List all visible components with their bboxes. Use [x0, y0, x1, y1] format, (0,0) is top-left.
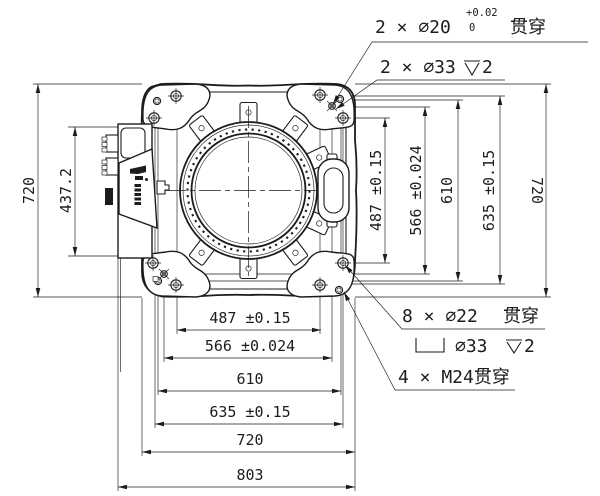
outer-plate-outline — [139, 82, 358, 298]
callout-d22: 8 × ⌀22 贯穿 — [344, 264, 545, 330]
plate-tab — [156, 180, 170, 195]
cable-connector-1 — [101, 134, 119, 153]
callout-cbore-depth: 2 — [524, 336, 535, 357]
dim-right-720: 720 — [528, 177, 546, 204]
dim-right-566: 566 ±0.024 — [407, 145, 425, 235]
small-connector — [105, 188, 113, 205]
hole-d22 — [168, 88, 184, 104]
callout-d33-depth: 2 — [482, 57, 493, 78]
hole-m24 — [152, 96, 162, 106]
dim-right-635: 635 ±0.15 — [480, 150, 498, 231]
dim-bottom-635: 635 ±0.15 — [209, 403, 290, 421]
dim-bottom-610: 610 — [236, 370, 263, 388]
callout-d22-through: 贯穿 — [503, 306, 539, 327]
side-handle — [317, 153, 350, 228]
callout-m24-text: 4 × M24贯穿 — [398, 367, 510, 388]
dim-right-610: 610 — [438, 177, 456, 204]
callout-d33-text: 2 × ⌀33 — [380, 57, 456, 78]
dim-left-437: 437.2 — [57, 168, 75, 213]
callout-m24: 4 × M24贯穿 — [343, 291, 515, 391]
dim-bottom-487: 487 ±0.15 — [209, 309, 290, 327]
bolt-holes-d22 — [145, 87, 351, 293]
connector-housing — [101, 123, 170, 259]
hole-d20 — [326, 100, 338, 112]
brand-logo — [130, 165, 148, 205]
callout-cbore: ⌀33 2 — [415, 336, 535, 357]
callout-top-d33: 2 × ⌀33 2 — [335, 57, 505, 110]
dimension-texts: 720 437.2 487 ±0.15 566 ±0.024 610 635 ±… — [20, 145, 546, 484]
dimension-arrows — [35, 84, 549, 490]
callout-d20-through: 贯穿 — [510, 17, 546, 38]
dowel-holes-d20 — [158, 100, 338, 280]
tapped-holes-m24 — [152, 94, 345, 295]
dim-bottom-720: 720 — [236, 431, 263, 449]
dim-bottom-803: 803 — [236, 466, 263, 484]
cable-connector-2 — [101, 157, 119, 176]
depth-symbol — [506, 339, 522, 355]
dim-bottom-566: 566 ±0.024 — [205, 337, 295, 355]
dim-left-720: 720 — [20, 177, 38, 204]
callout-d22-text: 8 × ⌀22 — [402, 306, 478, 327]
callout-d20-tol-lower: 0 — [469, 22, 475, 34]
radial-tabs — [189, 101, 332, 280]
counterbore-symbol — [415, 338, 445, 353]
callout-d20-tol-upper: +0.02 — [466, 7, 498, 19]
dimension-lines — [35, 84, 549, 490]
callout-cbore-dia: ⌀33 — [455, 336, 488, 357]
extension-lines — [33, 83, 551, 491]
callout-top-d20: 2 × ⌀20 +0.02 0 贯穿 — [332, 7, 588, 105]
small-key-mark — [152, 276, 159, 282]
callout-d20-text: 2 × ⌀20 — [375, 17, 451, 38]
dim-right-487: 487 ±0.15 — [367, 150, 385, 231]
centerlines — [164, 106, 334, 276]
depth-symbol — [464, 60, 480, 77]
